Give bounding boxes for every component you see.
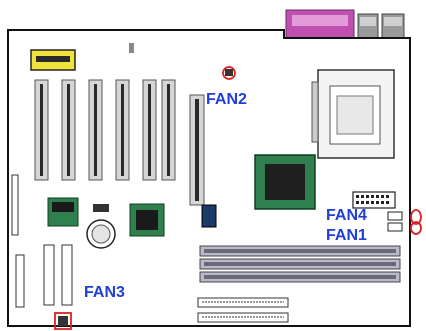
cmos-battery: [86, 219, 116, 249]
fan3-label: FAN3: [84, 284, 125, 301]
cpu-socket: [311, 69, 395, 159]
fan2-label: FAN2: [206, 91, 247, 108]
northbridge-chip: [254, 154, 316, 210]
atx-power-connector: [352, 191, 396, 209]
left-edge-headers: [11, 174, 73, 308]
southbridge-chip: [129, 203, 165, 237]
fan1-marker: [387, 221, 422, 235]
small-component: [129, 43, 134, 53]
fan3-marker: [54, 312, 72, 330]
fan4-marker: [387, 209, 422, 225]
rear-io-ports: [285, 9, 405, 43]
fan4-label: FAN4: [326, 207, 367, 224]
fan1-label: FAN1: [326, 227, 367, 244]
audio-connector: [30, 49, 76, 71]
capacitor: [201, 204, 217, 228]
fan2-marker: [222, 66, 236, 80]
dimm-slots: [199, 245, 401, 283]
ide-connectors: [197, 297, 289, 323]
